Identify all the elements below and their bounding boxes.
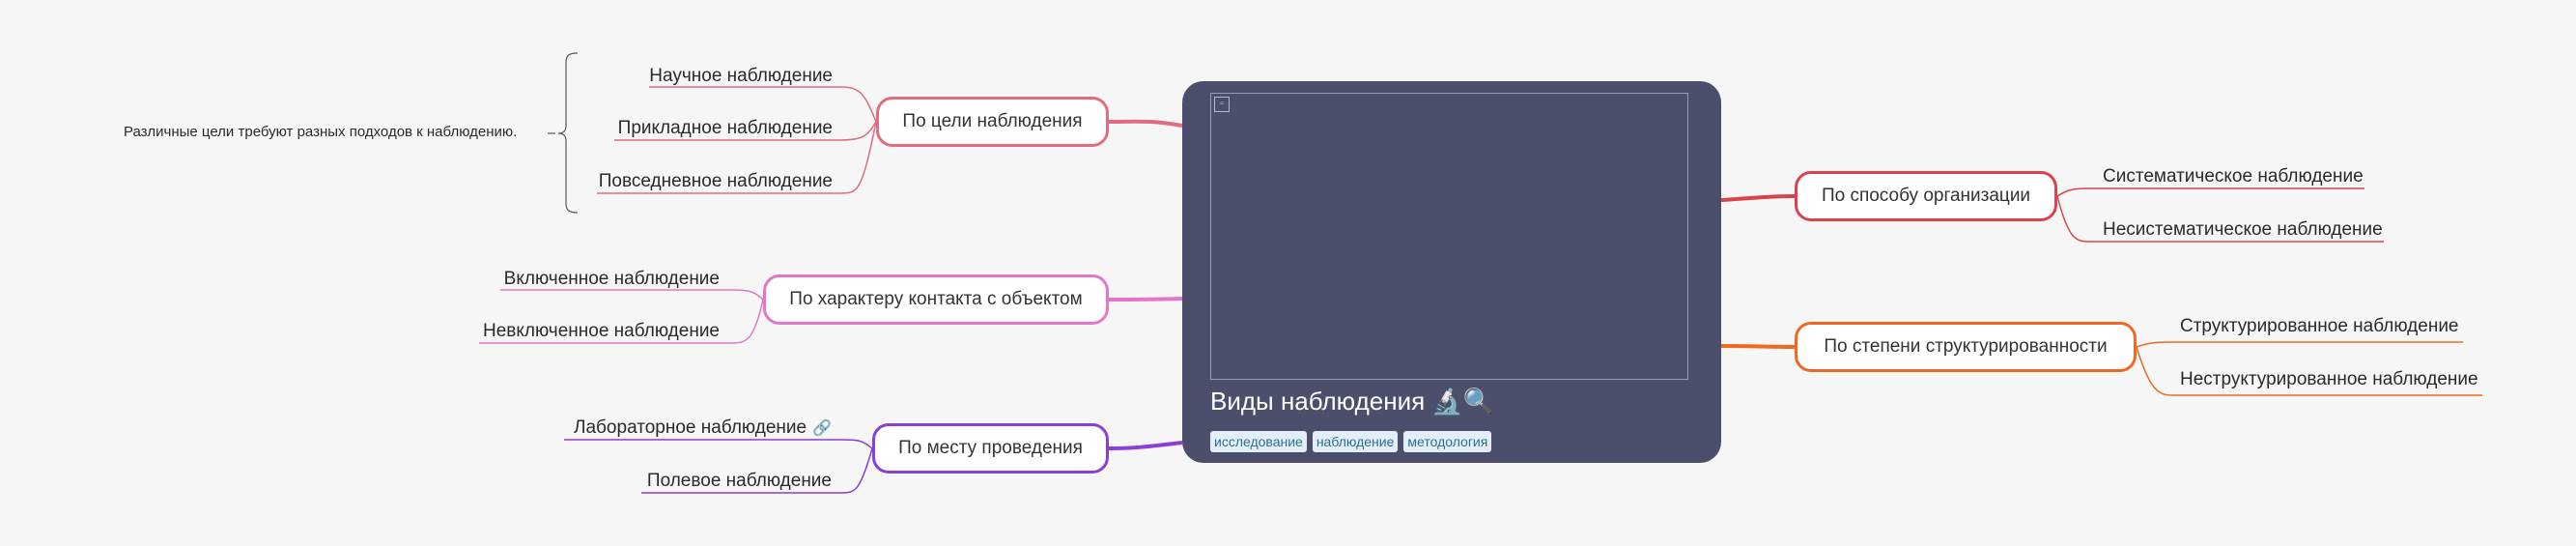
- leaf-systematic[interactable]: Систематическое наблюдение: [2103, 166, 2364, 187]
- leaf-everyday[interactable]: Повседневное наблюдение: [598, 171, 833, 191]
- link-place-child-1: [564, 439, 873, 449]
- link-structure-child-1: [2136, 341, 2463, 348]
- central-image: ▫: [1210, 93, 1688, 380]
- branch-place[interactable]: По месту проведения: [872, 423, 1109, 474]
- link-contact: [1108, 297, 1183, 302]
- tag-observation[interactable]: наблюдение: [1312, 431, 1399, 452]
- leaf-structured[interactable]: Структурированное наблюдение: [2180, 316, 2459, 336]
- link-org-child-1: [2056, 187, 2364, 197]
- leaf-unstructured[interactable]: Неструктурированное наблюдение: [2180, 369, 2478, 389]
- link-goal-child-2: [614, 121, 877, 141]
- leaf-field[interactable]: Полевое наблюдение: [646, 471, 832, 491]
- link-icon[interactable]: 🔗: [812, 420, 832, 437]
- link-contact-child-1: [500, 289, 764, 301]
- central-topic[interactable]: ▫ Виды наблюдения 🔬🔍 исследование наблюд…: [1182, 81, 1721, 463]
- link-structure: [1720, 344, 1796, 349]
- link-place-child-2: [641, 447, 873, 494]
- central-title: Виды наблюдения 🔬🔍: [1210, 387, 1495, 416]
- branch-contact[interactable]: По характеру контакта с объектом: [763, 274, 1109, 325]
- link-place: [1108, 441, 1183, 450]
- link-goal-child-3: [597, 121, 877, 194]
- link-goal: [1108, 119, 1183, 128]
- leaf-not-included[interactable]: Невключенное наблюдение: [482, 321, 720, 341]
- central-tags: исследование наблюдение методология: [1210, 431, 1492, 452]
- branch-goal[interactable]: По цели наблюдения: [876, 97, 1109, 147]
- note-bracket: [557, 52, 579, 214]
- goal-note: Различные цели требуют разных подходов к…: [124, 124, 518, 140]
- tag-methodology[interactable]: методология: [1403, 431, 1492, 452]
- link-goal-child-1: [649, 86, 877, 123]
- leaf-laboratory-label: Лабораторное наблюдение: [574, 417, 807, 438]
- link-contact-child-2: [479, 299, 764, 344]
- branch-structure[interactable]: По степени структурированности: [1795, 322, 2137, 372]
- tag-research[interactable]: исследование: [1210, 431, 1307, 452]
- branch-organization[interactable]: По способу организации: [1795, 171, 2057, 221]
- leaf-scientific[interactable]: Научное наблюдение: [649, 66, 833, 86]
- link-organization: [1720, 194, 1796, 202]
- link-org-child-2: [2056, 195, 2384, 243]
- leaf-unsystematic[interactable]: Несистематическое наблюдение: [2103, 219, 2383, 240]
- leaf-applied[interactable]: Прикладное наблюдение: [617, 118, 833, 138]
- broken-image-icon: ▫: [1214, 97, 1230, 112]
- leaf-included[interactable]: Включенное наблюдение: [503, 269, 720, 289]
- link-structure-child-2: [2136, 346, 2482, 396]
- leaf-laboratory[interactable]: Лабораторное наблюдение 🔗: [574, 417, 832, 441]
